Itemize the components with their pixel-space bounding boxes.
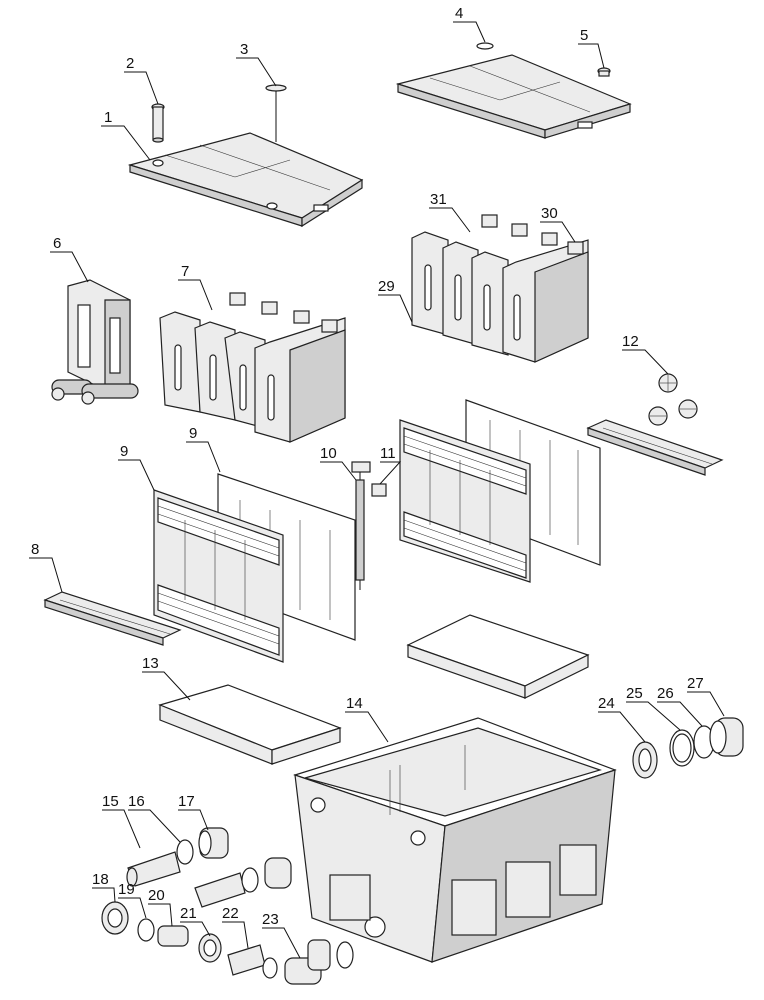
hose-tail-mid	[194, 857, 292, 908]
callout-10: 10	[320, 445, 337, 462]
callout-labels: 1 2 3 4 5 6 7 8 9 9 10 11 12 13 14 15 16…	[31, 5, 704, 928]
part-22-hose-tail	[227, 944, 278, 979]
part-29-31-filter-chambers	[411, 214, 589, 363]
callout-23: 23	[262, 911, 279, 928]
callout-22: 22	[222, 905, 239, 922]
callout-12: 12	[622, 333, 639, 350]
top-lid	[395, 54, 632, 139]
part-14-housing	[293, 717, 617, 963]
callout-26: 26	[657, 685, 674, 702]
callout-5: 5	[580, 27, 588, 44]
rail-right	[586, 419, 724, 476]
callout-15: 15	[102, 793, 119, 810]
callout-17: 17	[178, 793, 195, 810]
part-12-ball-media	[648, 373, 698, 426]
part-18-union-nut	[101, 901, 129, 935]
callout-25: 25	[626, 685, 643, 702]
part-6-uv-frame	[51, 279, 139, 405]
part-25-ring	[669, 729, 695, 767]
callout-27: 27	[687, 675, 704, 692]
part-9-plate-front-right	[399, 419, 531, 583]
callout-19: 19	[118, 881, 135, 898]
callout-3: 3	[240, 41, 248, 58]
callout-9-right: 9	[189, 425, 197, 442]
part-13-foam-pad	[158, 684, 342, 765]
part-11-clip	[371, 483, 387, 497]
callout-1: 1	[104, 109, 112, 126]
callout-16: 16	[128, 793, 145, 810]
part-20-adapter	[157, 925, 189, 947]
callout-13: 13	[142, 655, 159, 672]
part-15-hose-tail	[126, 851, 181, 887]
callout-20: 20	[148, 887, 165, 904]
callout-29: 29	[378, 278, 395, 295]
part-17-coupling	[198, 827, 229, 859]
part-2-pin	[151, 103, 165, 143]
part-8-rail	[43, 591, 182, 646]
part-9-plate-front-left	[153, 489, 284, 663]
callout-18: 18	[92, 871, 109, 888]
part-7-filter-chambers	[159, 292, 346, 443]
part-1-lid	[127, 132, 364, 228]
part-27-connector	[709, 717, 744, 757]
callout-24: 24	[598, 695, 615, 712]
callout-6: 6	[53, 235, 61, 252]
part-10-sensor	[351, 461, 371, 590]
foam-pad-right	[406, 614, 590, 699]
part-21-nut	[198, 933, 222, 963]
part-19-o-ring	[137, 918, 155, 942]
part-23-elbow	[284, 939, 354, 985]
callout-21: 21	[180, 905, 197, 922]
part-16-o-ring	[176, 839, 194, 865]
callout-11: 11	[380, 445, 396, 462]
part-5-knob	[597, 67, 611, 77]
callout-4: 4	[455, 5, 463, 22]
part-4-cap	[476, 42, 494, 50]
callout-9-left: 9	[120, 443, 128, 460]
part-24-nut	[632, 741, 658, 779]
leader-lines	[29, 21, 725, 959]
callout-31: 31	[430, 191, 447, 208]
callout-7: 7	[181, 263, 189, 280]
callout-2: 2	[126, 55, 134, 72]
callout-8: 8	[31, 541, 39, 558]
callout-30: 30	[541, 205, 558, 222]
callout-14: 14	[346, 695, 363, 712]
part-3-float-indicator	[265, 84, 287, 142]
